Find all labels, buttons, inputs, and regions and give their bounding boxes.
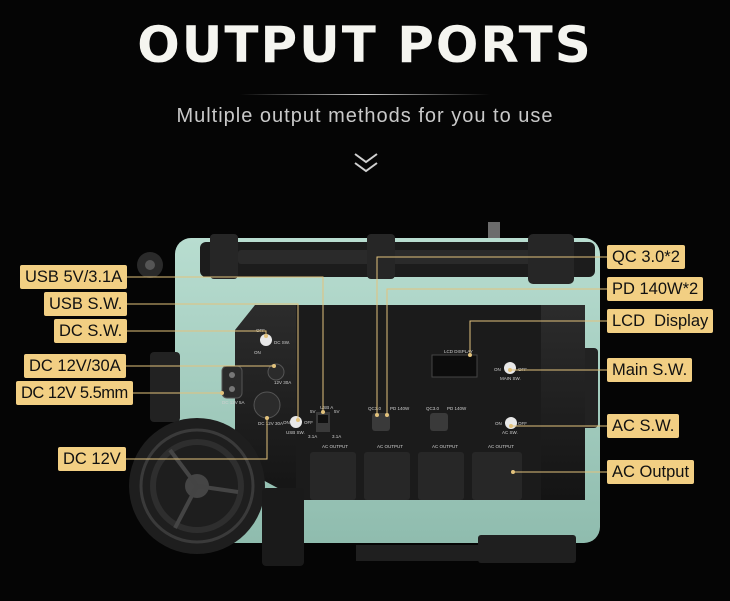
- panel-ac-sw: AC SW.: [502, 430, 518, 435]
- panel-off-ac: OFF: [518, 421, 527, 426]
- panel-pd-2: PD 140W: [447, 406, 467, 411]
- panel-dc12-small: DC 12V 30A: [258, 421, 283, 426]
- label-usb-sw: USB S.W.: [44, 292, 128, 316]
- panel-main-sw: MAIN SW.: [500, 376, 521, 381]
- panel-dc-sw: DC SW.: [274, 340, 290, 345]
- label-dc-12v-55: DC 12V 5.5mm: [16, 381, 133, 405]
- title-divider: [240, 94, 490, 95]
- panel-off-usb: OFF: [304, 420, 313, 425]
- label-qc30: QC 3.0*2: [607, 245, 685, 269]
- panel-lcd-display: LCD DISPLAY: [444, 349, 473, 354]
- panel-ac-output-2: AC OUTPUT: [377, 444, 403, 449]
- panel-on-main: ON: [494, 367, 501, 372]
- label-pd140: PD 140W*2: [607, 277, 704, 301]
- label-usb-5v: USB 5V/3.1A: [20, 265, 128, 289]
- label-lcd-display: LCD Display: [607, 309, 714, 333]
- panel-usb-a: USB A: [320, 405, 333, 410]
- panel-31a-left: 3.1A: [308, 434, 317, 439]
- label-dc-12v: DC 12V: [58, 447, 126, 471]
- panel-dc12-55: DC 12V 5A: [222, 400, 245, 405]
- chevron-down-double-icon: [354, 153, 378, 173]
- panel-off-dc: OFF: [256, 328, 265, 333]
- page-title: OUTPUT PORTS: [137, 16, 593, 74]
- panel-qc3-2: QC3.0: [426, 406, 440, 411]
- label-main-sw: Main S.W.: [607, 358, 693, 382]
- panel-dc12-30a: 12V 30A: [274, 380, 291, 385]
- panel-ac-output-3: AC OUTPUT: [432, 444, 458, 449]
- panel-on-ac: ON: [495, 421, 502, 426]
- panel-pd-1: PD 140W: [390, 406, 410, 411]
- panel-usb-sw: USB SW.: [286, 430, 305, 435]
- panel-on-dc: ON: [254, 350, 261, 355]
- label-ac-sw: AC S.W.: [607, 414, 680, 438]
- panel-ac-output-1: AC OUTPUT: [322, 444, 348, 449]
- top-knob: [488, 222, 500, 240]
- label-dc-sw: DC S.W.: [54, 319, 128, 343]
- panel-qc3-1: QC3.0: [368, 406, 382, 411]
- panel-on-usb: ON: [283, 420, 290, 425]
- label-dc-12v-30a: DC 12V/30A: [24, 354, 126, 378]
- panel-off-main: OFF: [518, 367, 527, 372]
- panel-5v-right: 5V: [334, 409, 340, 414]
- page-subtitle: Multiple output methods for you to use: [176, 105, 554, 127]
- label-ac-output: AC Output: [607, 460, 695, 484]
- panel-5v-left: 5V: [310, 409, 316, 414]
- panel-ac-output-4: AC OUTPUT: [488, 444, 514, 449]
- panel-31a-right: 3.1A: [332, 434, 341, 439]
